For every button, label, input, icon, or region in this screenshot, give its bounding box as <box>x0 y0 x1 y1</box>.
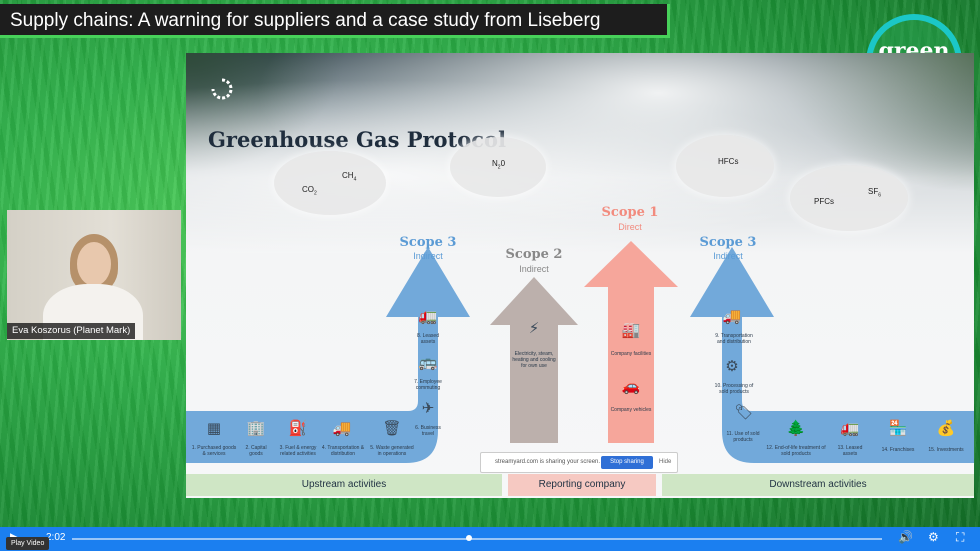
processing-icon: ⚙ <box>725 358 739 375</box>
capital-goods-icon: 🏢 <box>246 420 266 437</box>
gas-co2: CO2 <box>302 185 317 197</box>
downstream-item: 10. Processing of sold products <box>714 383 754 395</box>
shared-slide: Greenhouse Gas Protocol CO2 CH4 N20 HFCs… <box>186 53 974 498</box>
scope3-right-sub: Indirect <box>713 251 743 261</box>
cloud <box>790 165 908 231</box>
upstream-item: 7. Employee commuting <box>414 379 442 391</box>
cloud <box>450 137 546 197</box>
planet-mark-logo-icon <box>211 78 233 100</box>
scope2-title: Scope 2 <box>505 247 563 262</box>
waste-bin-icon: 🗑 <box>382 420 402 437</box>
trees-icon: 🌲 <box>786 420 806 437</box>
downstream-item: 9. Transportation and distribution <box>715 333 753 345</box>
truck-icon: 🚚 <box>332 420 352 437</box>
downstream-item: 13. Leased assets <box>837 445 863 457</box>
scope3-right-title: Scope 3 <box>699 235 757 250</box>
downstream-item: 11. Use of sold products <box>726 431 760 443</box>
upstream-item: 1. Purchased goods & services <box>191 445 237 457</box>
stop-sharing-button[interactable]: Stop sharing <box>601 456 653 469</box>
hide-banner-button[interactable]: Hide <box>659 459 672 465</box>
price-tag-icon: 🏷 <box>734 404 754 421</box>
upstream-activities-bar: Upstream activities <box>186 474 502 496</box>
upstream-item: 5. Waste generated in operations <box>370 445 414 457</box>
scope3-left-title: Scope 3 <box>399 235 457 250</box>
scope2-arrow <box>490 277 578 443</box>
purchased-goods-icon: ▦ <box>206 420 222 437</box>
money-bag-icon: 💰 <box>936 420 956 437</box>
electricity-pylon-icon: ⚡ <box>528 320 540 337</box>
scope-arrows-diagram <box>186 241 974 463</box>
leased-truck-icon: 🚛 <box>418 308 438 325</box>
leased-truck-icon: 🚛 <box>840 420 860 437</box>
upstream-item: 3. Fuel & energy related activities <box>279 445 317 457</box>
bus-icon: 🚌 <box>418 354 438 371</box>
gas-pfcs: PFCs <box>814 197 834 206</box>
scope3-left-sub: Indirect <box>413 251 443 261</box>
downstream-activities-bar: Downstream activities <box>662 474 974 496</box>
upstream-item: 2. Capital goods <box>245 445 267 457</box>
car-icon: 🚗 <box>621 378 641 395</box>
scope2-label: Electricity, steam, heating and cooling … <box>512 351 556 369</box>
screen-share-banner: streamyard.com is sharing your screen. S… <box>480 452 678 473</box>
reporting-company-bar: Reporting company <box>508 474 656 496</box>
fuel-can-icon: ⛽ <box>288 420 308 437</box>
upstream-item: 4. Transportation & distribution <box>321 445 365 457</box>
gas-hfcs: HFCs <box>718 157 739 166</box>
storefront-icon: 🏪 <box>888 420 908 437</box>
settings-gear-icon[interactable]: ⚙ <box>928 530 939 544</box>
slide-heading: Greenhouse Gas Protocol <box>208 127 507 152</box>
airplane-icon: ✈ <box>421 400 435 417</box>
speaker-name-label: Eva Koszorus (Planet Mark) <box>7 323 136 339</box>
scope1-sub: Direct <box>618 222 642 232</box>
delivery-truck-icon: 🚚 <box>722 308 742 325</box>
volume-icon[interactable]: 🔊 <box>898 530 913 544</box>
scope1-label-facilities: Company facilities <box>610 351 652 357</box>
current-time: 2:02 <box>46 532 66 543</box>
downstream-item: 14. Franchises <box>881 447 915 453</box>
upstream-arrow <box>186 247 470 463</box>
scope1-arrow <box>584 241 678 443</box>
downstream-arrow <box>690 247 974 463</box>
share-banner-text: streamyard.com is sharing your screen. <box>495 459 601 465</box>
scope2-sub: Indirect <box>519 264 549 274</box>
speaker-face <box>77 242 111 286</box>
seek-handle[interactable] <box>466 535 472 541</box>
gas-ch4: CH4 <box>342 171 357 183</box>
scope1-title: Scope 1 <box>601 205 659 220</box>
seek-bar[interactable] <box>72 538 882 540</box>
upstream-item: 6. Business travel <box>415 425 441 437</box>
downstream-item: 12. End-of-life treatment of sold produc… <box>766 445 826 457</box>
cloud <box>274 151 386 215</box>
upstream-item: 8. Leased assets <box>417 333 439 345</box>
downstream-item: 15. Investments <box>928 447 964 453</box>
speaker-camera <box>7 210 181 340</box>
factory-icon: 🏭 <box>621 322 641 339</box>
play-video-tooltip: Play Video <box>6 537 50 550</box>
video-title: Supply chains: A warning for suppliers a… <box>0 4 670 38</box>
fullscreen-icon[interactable]: ⛶ <box>956 530 965 544</box>
gas-n2o: N20 <box>492 159 506 171</box>
cloud <box>676 135 774 197</box>
scope1-label-vehicles: Company vehicles <box>610 407 652 413</box>
gas-sf6: SF6 <box>868 187 882 199</box>
video-controls: ▶ 2:02 🔊 ⚙ ⛶ <box>0 527 980 551</box>
